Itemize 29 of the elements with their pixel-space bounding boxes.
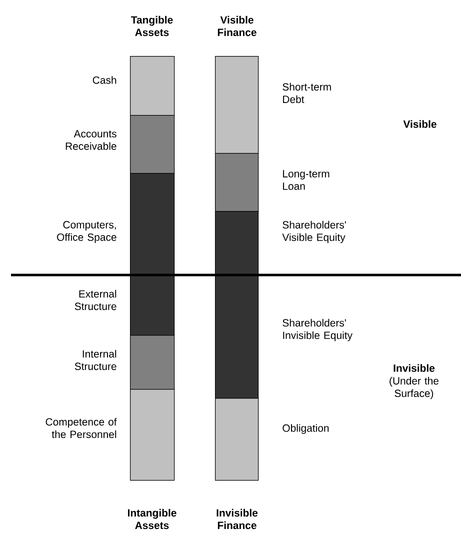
segment-label: Shareholders' Invisible Equity — [282, 318, 352, 342]
bar-segment — [215, 56, 259, 154]
region-note: (Under the Surface) — [390, 376, 438, 400]
bar-segment — [130, 335, 175, 390]
column-heading: Visible Finance — [218, 16, 256, 36]
column-heading: Intangible Assets — [128, 508, 176, 530]
segment-label: Obligation — [282, 424, 329, 434]
region-label: Visible — [403, 120, 436, 128]
bar-segment — [130, 389, 175, 481]
column-heading: Tangible Assets — [131, 16, 173, 36]
bar-segment — [215, 153, 259, 212]
segment-label: Long-term Loan — [283, 170, 330, 190]
segment-label: Competence of the Personnel — [46, 418, 117, 438]
bar-segment — [130, 56, 175, 116]
segment-label: Short-term Debt — [282, 82, 331, 104]
bar-segment — [130, 275, 175, 336]
bar-segment — [130, 173, 175, 276]
segment-label: Internal Structure — [74, 350, 116, 370]
segment-label: Accounts Receivable — [66, 130, 116, 150]
column-heading: Invisible Finance — [216, 508, 258, 530]
bar-segment — [215, 211, 259, 276]
segment-label: Shareholders' Visible Equity — [282, 220, 346, 244]
bar-segment — [130, 115, 175, 174]
bar-segment — [215, 398, 259, 481]
region-label: Invisible — [394, 364, 435, 372]
segment-label: External Structure — [74, 290, 116, 310]
segment-label: Cash — [92, 76, 116, 84]
segment-label: Computers, Office Space — [57, 221, 116, 243]
bar-segment — [215, 275, 259, 399]
